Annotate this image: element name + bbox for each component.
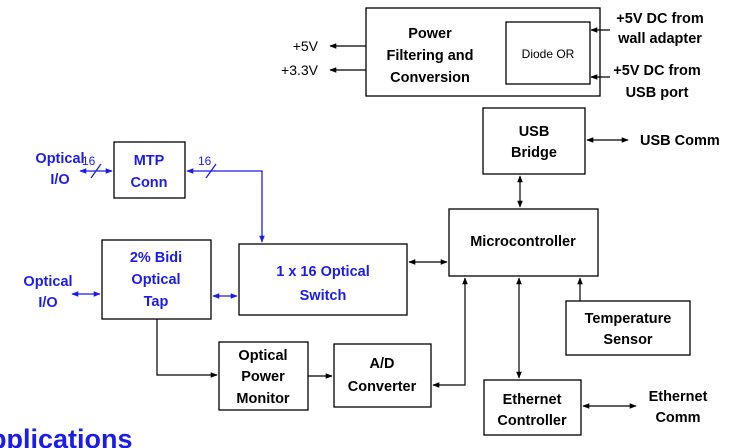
microcontroller-label: Microcontroller [470, 234, 576, 250]
switch-label-line2: Switch [300, 288, 347, 304]
adc-box [333, 343, 432, 408]
ethernet-comm-label-line1: Ethernet [649, 389, 708, 405]
in-wall-label-line1: +5V DC from [616, 11, 703, 27]
tap-monitor-arrow [156, 319, 218, 378]
temperature-block: Temperature Sensor [565, 300, 691, 356]
diode-or-box [505, 21, 591, 85]
temperature-label-line1: Temperature [585, 311, 672, 327]
adc-block: A/D Converter [333, 343, 432, 408]
bus-slash-right [205, 163, 217, 179]
out-5v-label: +5V [293, 38, 319, 54]
power-block-label-line1: Power [408, 26, 452, 42]
switch-label-line1: 1 x 16 Optical [276, 264, 370, 280]
ethernet-block: Ethernet Controller [483, 379, 582, 436]
optical-io-top-line1: Optical [35, 151, 84, 167]
mtp-switch-arrow [186, 168, 265, 243]
power-block-label-line2: Filtering and [387, 48, 474, 64]
microcontroller-box [448, 208, 599, 277]
switch-box [238, 243, 408, 316]
footer-heading-fragment: pplications [0, 424, 133, 448]
mtp-label-line1: MTP [134, 153, 165, 169]
tap-label-line2: Optical [131, 272, 180, 288]
diode-or-label: Diode OR [522, 47, 575, 61]
tap-label-line1: 2% Bidi [130, 250, 182, 266]
in-usb-label-line1: +5V DC from [613, 63, 700, 79]
mtp-block: MTP Conn [113, 141, 186, 199]
adc-mcu-arrow [432, 277, 468, 388]
out-3v3-label: +3.3V [281, 62, 319, 78]
optical-io-top-line2: I/O [50, 172, 69, 188]
ethernet-label-line2: Controller [497, 413, 567, 429]
tap-box [101, 239, 212, 320]
optical-io-bottom-line1: Optical [23, 274, 72, 290]
usb-bridge-label-line1: USB [519, 124, 550, 140]
power-block: Power Filtering and Conversion Diode OR [365, 7, 601, 97]
usb-bridge-box [482, 107, 586, 175]
power-monitor-label-line2: Power [241, 369, 285, 385]
bus-count-left: 16 [82, 154, 96, 168]
in-wall-label-line2: wall adapter [617, 31, 702, 47]
power-block-label-line3: Conversion [390, 70, 470, 86]
temperature-label-line2: Sensor [603, 332, 653, 348]
adc-label-line1: A/D [370, 356, 395, 372]
temperature-box [565, 300, 691, 356]
power-monitor-block: Optical Power Monitor [218, 341, 309, 411]
power-monitor-label-line1: Optical [238, 348, 287, 364]
ethernet-comm-label-line2: Comm [655, 410, 700, 426]
in-usb-label-line2: USB port [626, 85, 689, 101]
tap-block: 2% Bidi Optical Tap [101, 239, 212, 320]
mtp-label-line2: Conn [130, 175, 167, 191]
bus-count-right: 16 [198, 154, 212, 168]
ethernet-box [483, 379, 582, 436]
ethernet-label-line1: Ethernet [503, 392, 562, 408]
tap-label-line3: Tap [144, 294, 169, 310]
power-monitor-label-line3: Monitor [236, 391, 290, 407]
adc-label-line2: Converter [348, 379, 417, 395]
usb-comm-label: USB Comm [640, 133, 720, 149]
mtp-box [113, 141, 186, 199]
power-monitor-box [218, 341, 309, 411]
optical-io-bottom-line2: I/O [38, 295, 57, 311]
bus-slash-left [90, 163, 102, 179]
switch-block: 1 x 16 Optical Switch [238, 243, 408, 316]
usb-bridge-block: USB Bridge [482, 107, 586, 175]
microcontroller-block: Microcontroller [448, 208, 599, 277]
usb-bridge-label-line2: Bridge [511, 145, 557, 161]
